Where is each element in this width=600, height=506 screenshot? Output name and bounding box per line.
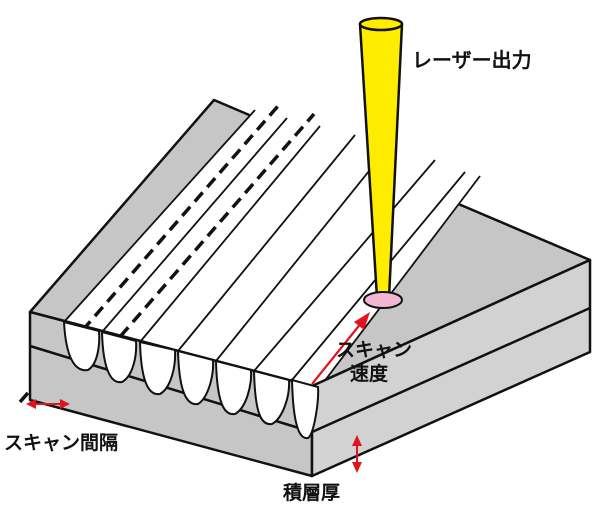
scan-spacing-arrow — [26, 399, 70, 409]
layer-thickness-label: 積層厚 — [283, 482, 341, 504]
block-side-face — [310, 258, 592, 478]
scan-speed-arrow — [311, 312, 370, 385]
layer-thickness-arrow — [352, 435, 362, 473]
scan-speed-label-line2: 速度 — [350, 363, 389, 385]
scan-speed-label-line1: スキャン — [336, 339, 413, 361]
layer-line-side — [311, 306, 591, 434]
laser-beam-top — [358, 16, 404, 32]
laser-power-label: レーザー出力 — [412, 48, 532, 72]
scan-spacing-label: スキャン間隔 — [4, 432, 119, 454]
laser-spot — [363, 291, 403, 309]
scan-speed-label: スキャン 速度 — [336, 338, 412, 386]
melt-pools — [62, 320, 320, 440]
